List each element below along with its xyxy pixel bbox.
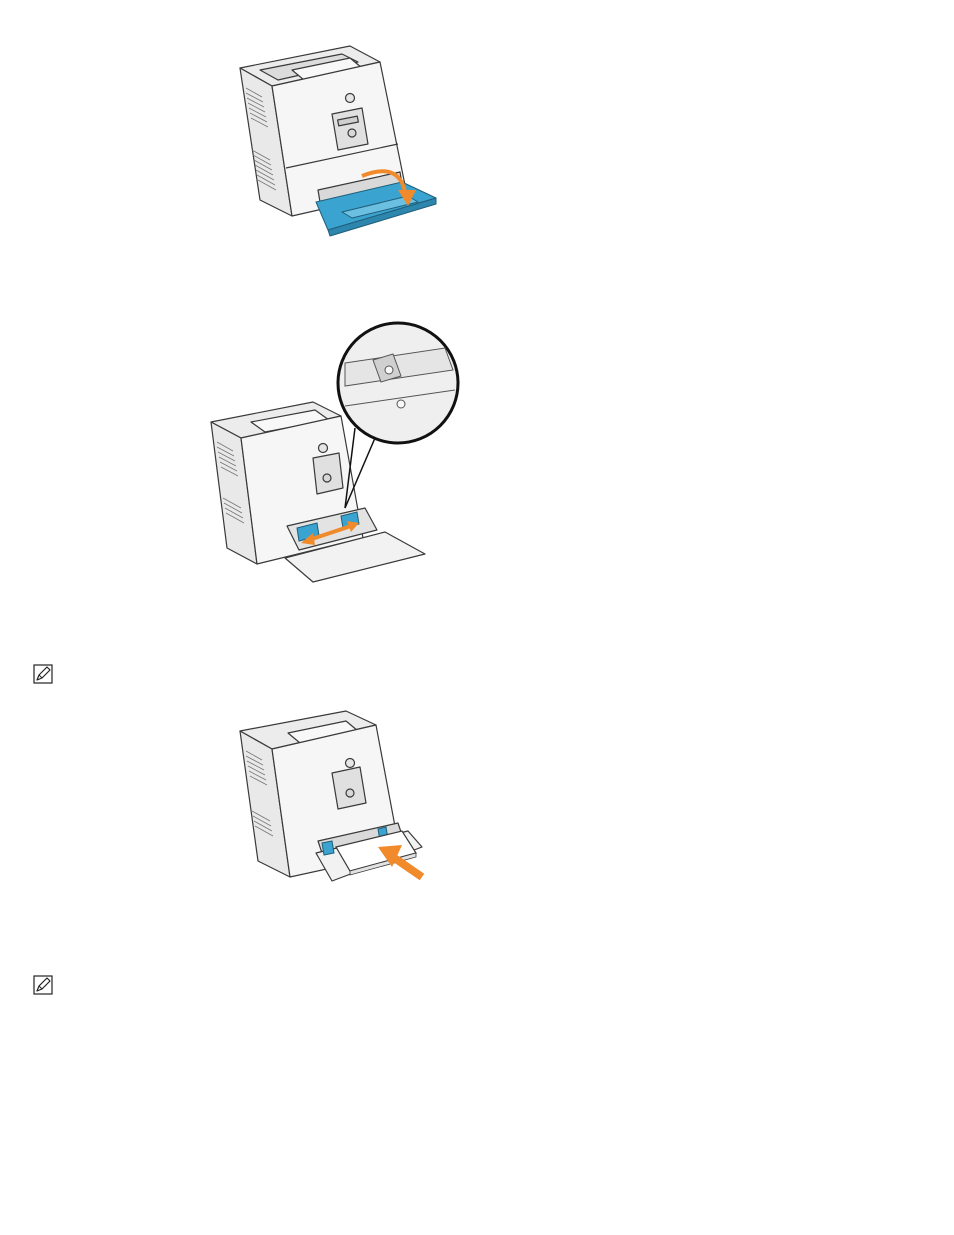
- printer-width-guide-illustration: [205, 318, 465, 583]
- note-pencil-icon: [33, 664, 53, 684]
- printer-open-mpf-illustration: [232, 40, 452, 240]
- note-pencil-icon: [33, 975, 53, 995]
- printer-insert-paper-illustration: [232, 707, 447, 887]
